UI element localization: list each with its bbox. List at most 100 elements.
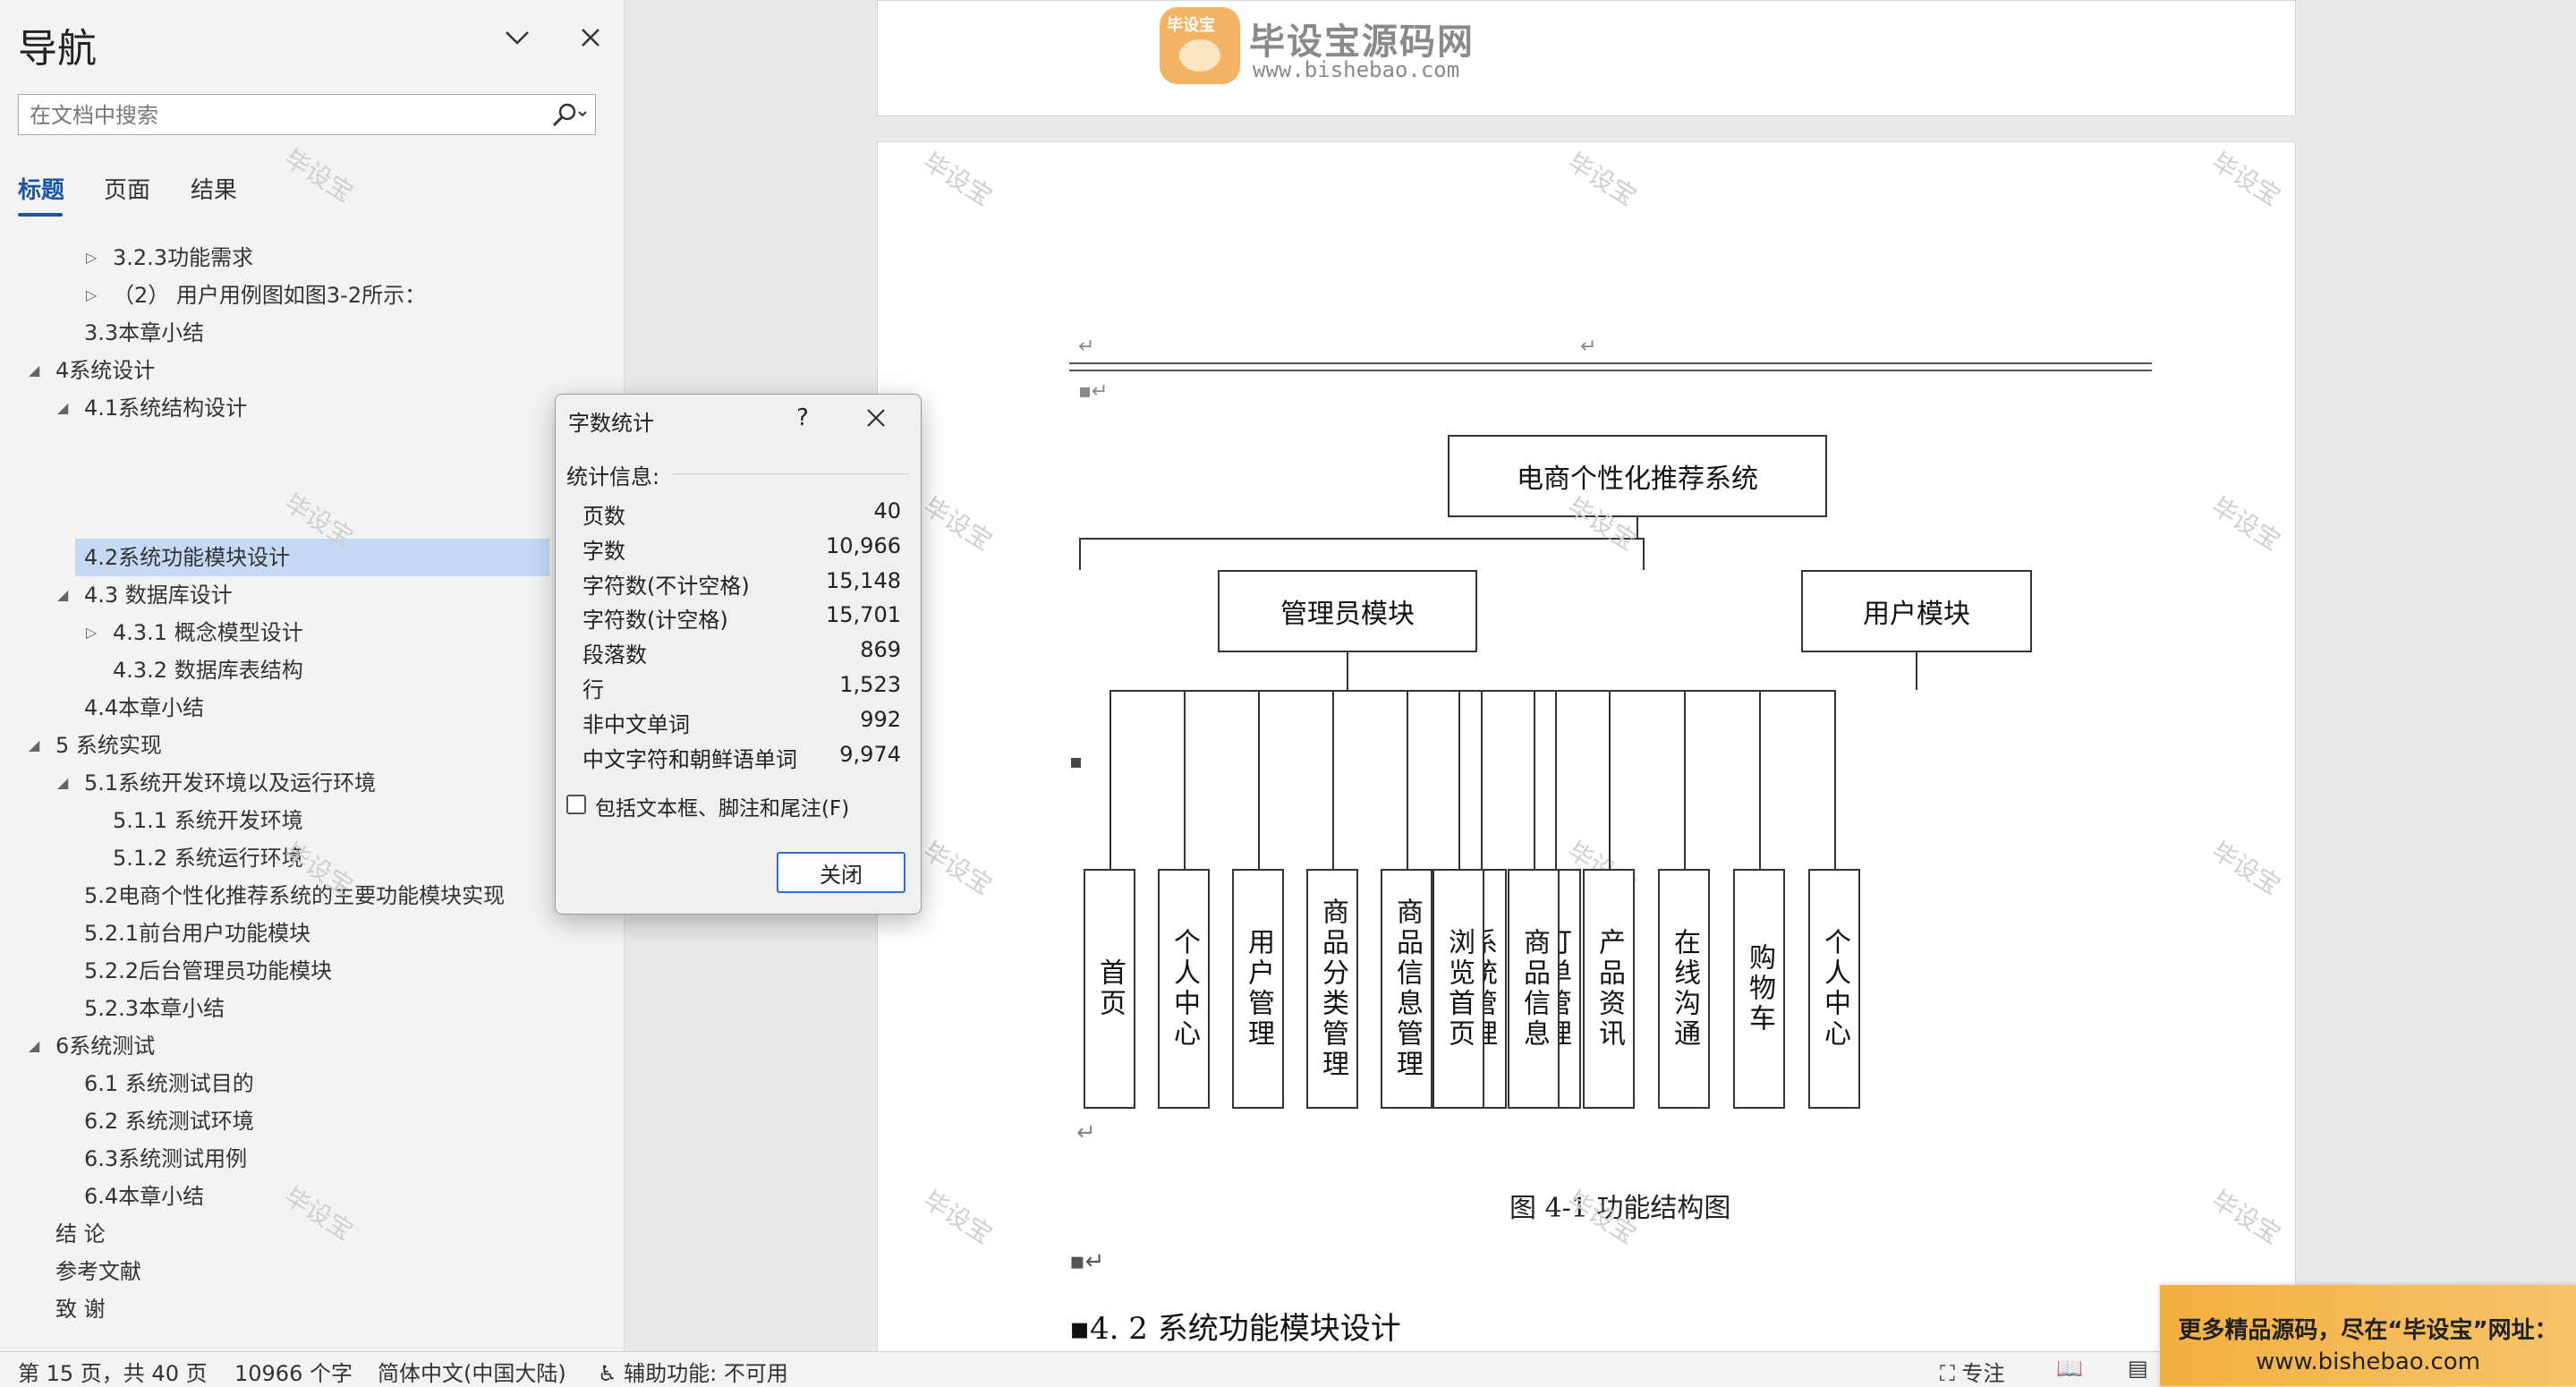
print-layout-button[interactable]: ▤ bbox=[2128, 1356, 2148, 1381]
nav-heading-label: （2） 用户用例图如图3-2所示： bbox=[113, 283, 427, 308]
diagram-child-label: 购物车 bbox=[1744, 943, 1775, 1034]
stat-value: 9,974 bbox=[839, 741, 901, 767]
diagram-user-child-box: 商品信息 bbox=[1508, 869, 1560, 1109]
nav-heading-label: 3.3本章小结 bbox=[84, 320, 205, 345]
status-page[interactable]: 第 15 页，共 40 页 bbox=[18, 1361, 208, 1386]
nav-heading-label: 4.3.1 概念模型设计 bbox=[113, 620, 303, 645]
connector bbox=[1258, 690, 1260, 869]
diagram-child-label: 首页 bbox=[1094, 958, 1126, 1019]
collapse-arrow-icon[interactable]: ▷ bbox=[86, 624, 98, 641]
stat-label: 行 bbox=[582, 677, 604, 702]
search-input[interactable] bbox=[19, 95, 532, 136]
diagram-child-label: 浏览首页 bbox=[1443, 928, 1475, 1050]
diagram-admin-child-box: 用户管理 bbox=[1232, 869, 1284, 1109]
diagram-admin-child-box: 商品信息管理 bbox=[1381, 869, 1433, 1109]
dialog-section-label: 统计信息: bbox=[566, 464, 660, 489]
section-heading: ▪4. 2 系统功能模块设计 bbox=[1069, 1311, 1401, 1347]
site-logo: 毕设宝 毕设宝源码网 www.bishebao.com bbox=[1160, 7, 1500, 88]
status-focus-label: 专注 bbox=[1961, 1361, 2005, 1386]
watermark-text: 毕设宝 bbox=[917, 147, 998, 212]
nav-heading-label: 6系统测试 bbox=[55, 1034, 156, 1059]
diagram-admin-child-box: 商品分类管理 bbox=[1306, 869, 1358, 1109]
watermark-text: 毕设宝 bbox=[2206, 147, 2286, 212]
connector bbox=[1916, 652, 1917, 690]
dialog-help-button[interactable]: ? bbox=[796, 404, 809, 431]
watermark-text: 毕设宝 bbox=[2206, 491, 2286, 557]
connector bbox=[1347, 652, 1348, 690]
diagram-user-module-box: 用户模块 bbox=[1801, 570, 2032, 652]
status-word-count[interactable]: 10966 个字 bbox=[234, 1361, 353, 1386]
collapse-arrow-icon[interactable]: ▷ bbox=[86, 249, 98, 266]
diagram-user-child-box: 产品资讯 bbox=[1583, 869, 1635, 1109]
paragraph-mark: ↵ bbox=[1076, 1119, 1096, 1146]
search-icon bbox=[552, 103, 587, 127]
connector bbox=[1079, 538, 1644, 540]
tab-pages[interactable]: 页面 bbox=[104, 177, 151, 204]
dialog-close-button[interactable]: 关闭 bbox=[777, 852, 905, 893]
diagram-admin-module-box: 管理员模块 bbox=[1218, 570, 1477, 652]
watermark-text: 毕设宝 bbox=[2206, 836, 2286, 901]
nav-heading-label: 4系统设计 bbox=[55, 358, 156, 383]
divider bbox=[674, 473, 908, 474]
tab-results[interactable]: 结果 bbox=[191, 177, 238, 204]
diagram-child-label: 个人中心 bbox=[1169, 928, 1200, 1050]
status-language[interactable]: 简体中文(中国大陆) bbox=[378, 1361, 566, 1386]
stat-value: 40 bbox=[873, 498, 901, 523]
nav-heading-label: 5.1系统开发环境以及运行环境 bbox=[84, 770, 377, 796]
collapse-arrow-icon[interactable]: ▷ bbox=[86, 286, 98, 303]
nav-heading-label: 5.2电商个性化推荐系统的主要功能模块实现 bbox=[84, 883, 506, 908]
status-accessibility[interactable]: ♿ 辅助功能: 不可用 bbox=[598, 1356, 788, 1387]
nav-close-button[interactable] bbox=[571, 18, 610, 57]
dialog-title: 字数统计 bbox=[568, 411, 654, 436]
search-button[interactable] bbox=[547, 98, 591, 131]
connector bbox=[1684, 690, 1686, 869]
nav-heading-label: 参考文献 bbox=[55, 1259, 141, 1284]
page-previous bbox=[877, 0, 2296, 116]
page-layout-icon: ▤ bbox=[2128, 1356, 2148, 1381]
connector bbox=[1643, 538, 1645, 570]
include-textboxes-checkbox[interactable] bbox=[566, 795, 586, 814]
promo-banner[interactable]: 更多精品源码，尽在“毕设宝”网址： www.bishebao.com bbox=[2160, 1285, 2576, 1386]
nav-heading-label: 5 系统实现 bbox=[55, 733, 162, 758]
expand-arrow-icon[interactable]: ◢ bbox=[29, 362, 40, 379]
nav-heading-item[interactable]: 4.2系统功能模块设计 bbox=[75, 539, 549, 576]
expand-arrow-icon[interactable]: ◢ bbox=[57, 586, 69, 603]
stat-label: 字符数(计空格) bbox=[582, 608, 728, 634]
nav-heading-label: 5.2.3本章小结 bbox=[84, 996, 225, 1021]
expand-arrow-icon[interactable]: ◢ bbox=[29, 736, 40, 753]
tab-underline bbox=[18, 213, 63, 217]
nav-heading-label: 6.3系统测试用例 bbox=[84, 1146, 248, 1171]
read-mode-button[interactable]: 📖 bbox=[2056, 1356, 2083, 1381]
status-focus-button[interactable]: ⛶ 专注 bbox=[1940, 1356, 2004, 1387]
nav-heading-label: 5.1.1 系统开发环境 bbox=[113, 808, 303, 833]
nav-heading-label: 4.4本章小结 bbox=[84, 695, 205, 720]
stat-row: 字符数(计空格) 15,701 bbox=[582, 602, 901, 636]
watermark-text: 毕设宝 bbox=[917, 836, 998, 901]
logo-face bbox=[1179, 39, 1220, 72]
nav-heading-label: 6.2 系统测试环境 bbox=[84, 1109, 254, 1134]
logo-title: 毕设宝源码网 bbox=[1249, 21, 1475, 63]
nav-heading-label: 5.2.2后台管理员功能模块 bbox=[84, 958, 333, 983]
stat-label: 字符数(不计空格) bbox=[582, 573, 750, 599]
nav-heading-label: 致 谢 bbox=[55, 1297, 106, 1322]
diagram-child-label: 在线沟通 bbox=[1669, 928, 1700, 1050]
paragraph-mark: ↵ bbox=[1078, 336, 1095, 358]
expand-arrow-icon[interactable]: ◢ bbox=[29, 1037, 40, 1054]
nav-heading-label: 3.2.3功能需求 bbox=[113, 245, 254, 270]
expand-arrow-icon[interactable]: ◢ bbox=[57, 774, 69, 791]
nav-heading-label: 4.3.2 数据库表结构 bbox=[113, 658, 303, 683]
diagram-user-child-box: 浏览首页 bbox=[1433, 869, 1484, 1109]
watermark-text: 毕设宝 bbox=[278, 1181, 359, 1247]
diagram-user-child-box: 个人中心 bbox=[1808, 869, 1860, 1109]
tab-headings[interactable]: 标题 bbox=[18, 177, 65, 204]
nav-options-button[interactable] bbox=[497, 18, 537, 57]
expand-arrow-icon[interactable]: ◢ bbox=[57, 399, 69, 416]
accessibility-icon: ♿ bbox=[598, 1361, 617, 1386]
navigation-pane: 导航 标题 页面 结果 ▷3.2.3功能需求▷（2） 用户用例图如图3-2所示：… bbox=[0, 0, 625, 1351]
document-area[interactable]: ↵ ↵ ▪↵ ▪ 电商个性化推荐系统 管理员模块 用户模块 ↵ 图 4-1 功能… bbox=[625, 0, 2576, 1378]
diagram-admin-child-box: 个人中心 bbox=[1158, 869, 1210, 1109]
stat-value: 15,701 bbox=[826, 602, 901, 628]
dialog-close-x-button[interactable] bbox=[856, 400, 896, 436]
